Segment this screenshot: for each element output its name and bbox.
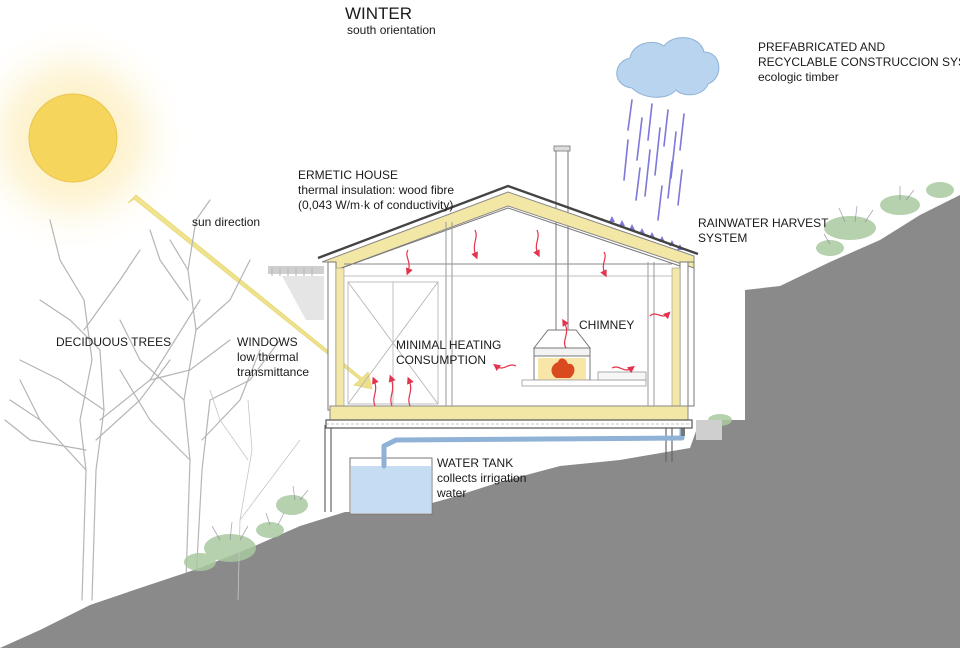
house-envelope — [317, 184, 699, 429]
ermetic-line-2: thermal insulation: wood fibre — [298, 183, 455, 197]
fireplace — [521, 329, 647, 387]
sun-ray-arrow — [127, 194, 373, 390]
chimney-label: CHIMNEY — [579, 318, 635, 332]
foundation — [324, 425, 673, 512]
water-tank-label: WATER TANK collects irrigation water — [437, 456, 526, 501]
vegetation — [184, 182, 954, 571]
minimal-line-1: MINIMAL HEATING — [396, 338, 502, 352]
rain-lines — [623, 99, 685, 221]
awning-louvers — [268, 266, 324, 320]
rainwater-line-1: RAINWATER HARVEST — [698, 216, 829, 230]
diagram-subtitle: south orientation — [347, 23, 436, 37]
windows-line-1: WINDOWS — [237, 335, 298, 349]
prefab-line-2: RECYCLABLE CONSTRUCCION SYSTEM — [758, 55, 960, 69]
cloud-icon — [616, 37, 720, 98]
minimal-heating-label: MINIMAL HEATING CONSUMPTION — [396, 338, 501, 368]
water-tank-line-3: water — [437, 486, 467, 500]
sun-icon — [0, 20, 191, 256]
ground-terrain — [0, 195, 960, 648]
deciduous-trees-label: DECIDUOUS TREES — [56, 335, 172, 349]
sun-direction-label: sun direction — [192, 215, 261, 229]
chimney-stack — [555, 147, 569, 331]
heat-arrows — [372, 229, 671, 407]
windows-line-2: low thermal — [237, 350, 299, 364]
rainwater-label: RAINWATER HARVEST SYSTEM — [698, 216, 828, 246]
prefab-line-1: PREFABRICATED AND — [758, 40, 886, 54]
minimal-line-2: CONSUMPTION — [396, 353, 486, 367]
water-tank-line-1: WATER TANK — [437, 456, 514, 470]
windows-label: WINDOWS low thermal transmittance — [237, 335, 309, 380]
ermetic-line-1: ERMETIC HOUSE — [298, 168, 399, 182]
rainwater-line-2: SYSTEM — [698, 231, 748, 245]
water-tank — [349, 457, 433, 515]
ermetic-label: ERMETIC HOUSE thermal insulation: wood f… — [298, 168, 454, 213]
water-tank-line-2: collects irrigation — [437, 471, 527, 485]
fire-icon — [551, 358, 575, 378]
windows-line-3: transmittance — [237, 365, 310, 379]
prefab-label: PREFABRICATED AND RECYCLABLE CONSTRUCCIO… — [758, 40, 960, 85]
ermetic-line-3: (0,043 W/m·k of conductivity) — [298, 198, 454, 212]
prefab-line-3: ecologic timber — [758, 70, 839, 84]
diagram-title: WINTER — [345, 4, 413, 23]
deciduous-trees — [4, 199, 281, 601]
